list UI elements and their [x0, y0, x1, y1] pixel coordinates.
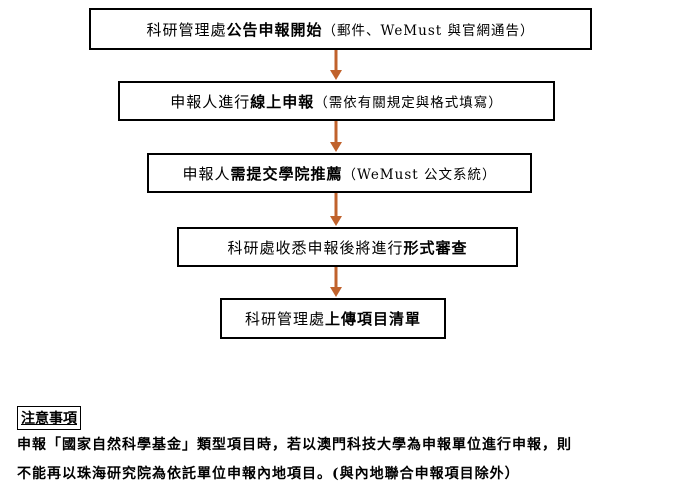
flow-step-announce: 科研管理處公告申報開始（郵件、WeMust 與官網通告） [89, 8, 592, 50]
step-bold-text: 上傳項目清單 [325, 310, 422, 328]
flow-step-online-apply: 申報人進行線上申報（需依有關規定與格式填寫） [118, 81, 555, 121]
step-text: 科研管理處 [146, 20, 227, 39]
arrow-head-icon [330, 142, 342, 152]
step-bold-text: 需提交學院推薦 [230, 164, 343, 183]
notes-title: 注意事項 [17, 406, 81, 430]
step-text: 申報人 [182, 164, 231, 183]
arrow-head-icon [330, 70, 342, 80]
flow-step-formal-review: 科研處收悉申報後將進行形式審查 [177, 227, 518, 267]
notes-line-1: 申報「國家自然科學基金」類型項目時，若以澳門科技大學為申報單位進行申報，則 [17, 437, 572, 453]
step-sub-text: （需依有關規定與格式填寫） [314, 95, 503, 111]
arrow-head-icon [330, 287, 342, 297]
step-bold-text: 公告申報開始 [226, 20, 323, 39]
step-text: 科研處收悉申報後將進行 [227, 238, 404, 257]
flow-step-recommendation: 申報人需提交學院推薦（WeMust 公文系統） [147, 153, 532, 193]
step-sub-text: （WeMust 公文系統） [342, 167, 497, 183]
arrow-head-icon [330, 216, 342, 226]
step-text: 申報人進行 [170, 92, 251, 111]
step-text: 科研管理處 [244, 310, 325, 328]
step-bold-text: 線上申報 [250, 92, 315, 111]
flow-step-upload-list: 科研管理處上傳項目清單 [220, 298, 446, 339]
step-sub-text: （郵件、WeMust 與官網通告） [322, 23, 535, 39]
step-bold-text: 形式審查 [403, 238, 468, 257]
notes-line-2: 不能再以珠海研究院為依託單位申報內地項目。(與內地聯合申報項目除外） [17, 466, 520, 482]
